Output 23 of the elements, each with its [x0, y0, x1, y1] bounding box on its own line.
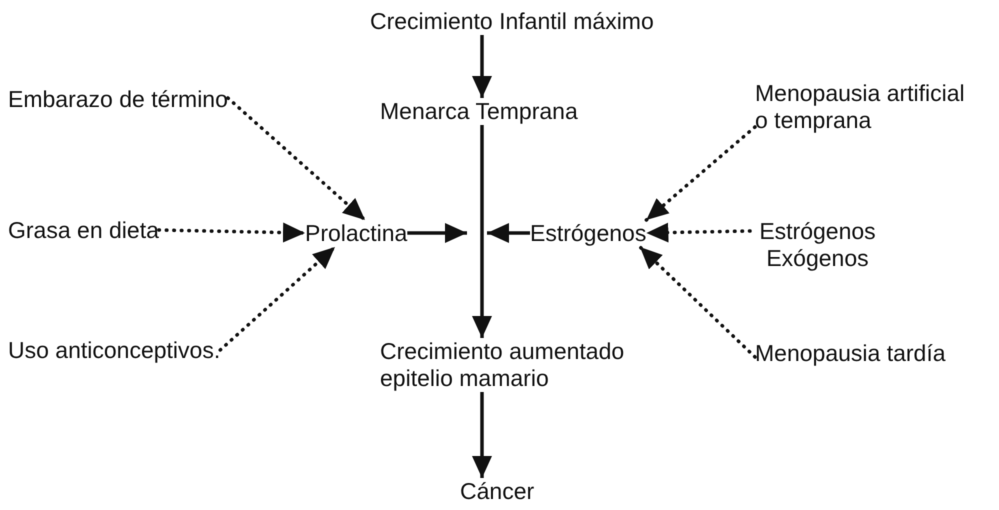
- arrow: [226, 96, 367, 222]
- arrow: [218, 245, 337, 352]
- node-label: Estrógenos Exógenos: [750, 218, 885, 272]
- node-label: Crecimiento aumentado epitelio mamario: [380, 338, 630, 392]
- node-label: Menopausia artificial o temprana: [755, 80, 980, 134]
- arrow: [644, 125, 757, 222]
- node-label: Menopausia tardía: [755, 340, 946, 367]
- arrow: [407, 223, 467, 243]
- node-label: Cáncer: [460, 478, 534, 505]
- node-label: Embarazo de término: [8, 86, 228, 113]
- arrow: [487, 223, 530, 243]
- arrow: [638, 245, 757, 359]
- arrow: [157, 222, 307, 243]
- node-label: Uso anticonceptivos.: [8, 337, 220, 364]
- node-label: Prolactina: [305, 220, 408, 247]
- arrow: [644, 222, 752, 243]
- arrow: [472, 35, 492, 98]
- node-label: Menarca Temprana: [380, 98, 578, 125]
- node-label: Estrógenos: [530, 220, 646, 247]
- arrow: [472, 125, 492, 338]
- arrow: [472, 392, 492, 478]
- node-label: Grasa en dieta: [8, 217, 159, 244]
- node-label: Crecimiento Infantil máximo: [370, 8, 654, 35]
